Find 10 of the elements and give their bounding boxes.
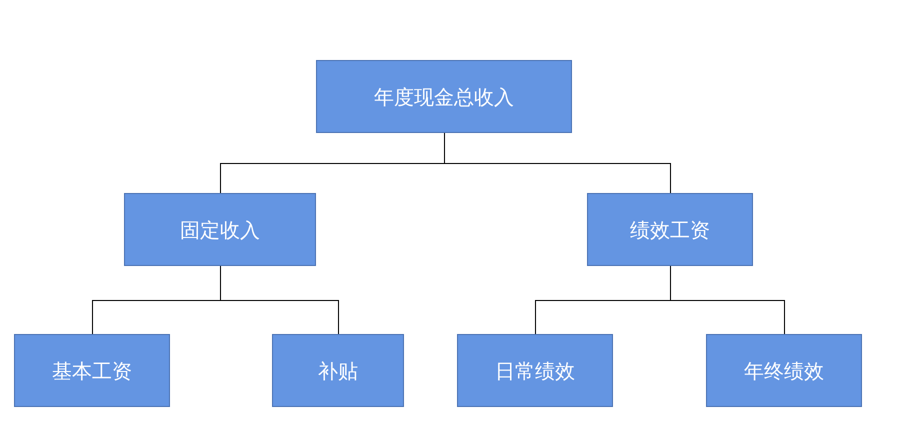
connector-line: [444, 132, 671, 194]
org-box: 补贴: [272, 334, 404, 407]
org-box: 固定收入: [124, 193, 316, 266]
org-box: 年度现金总收入: [316, 60, 572, 133]
org-box: 日常绩效: [457, 334, 613, 407]
org-box: 绩效工资: [587, 193, 753, 266]
connector-line: [220, 266, 339, 334]
connector-line: [670, 266, 785, 334]
org-box: 基本工资: [14, 334, 170, 407]
org-box: 年终绩效: [706, 334, 862, 407]
